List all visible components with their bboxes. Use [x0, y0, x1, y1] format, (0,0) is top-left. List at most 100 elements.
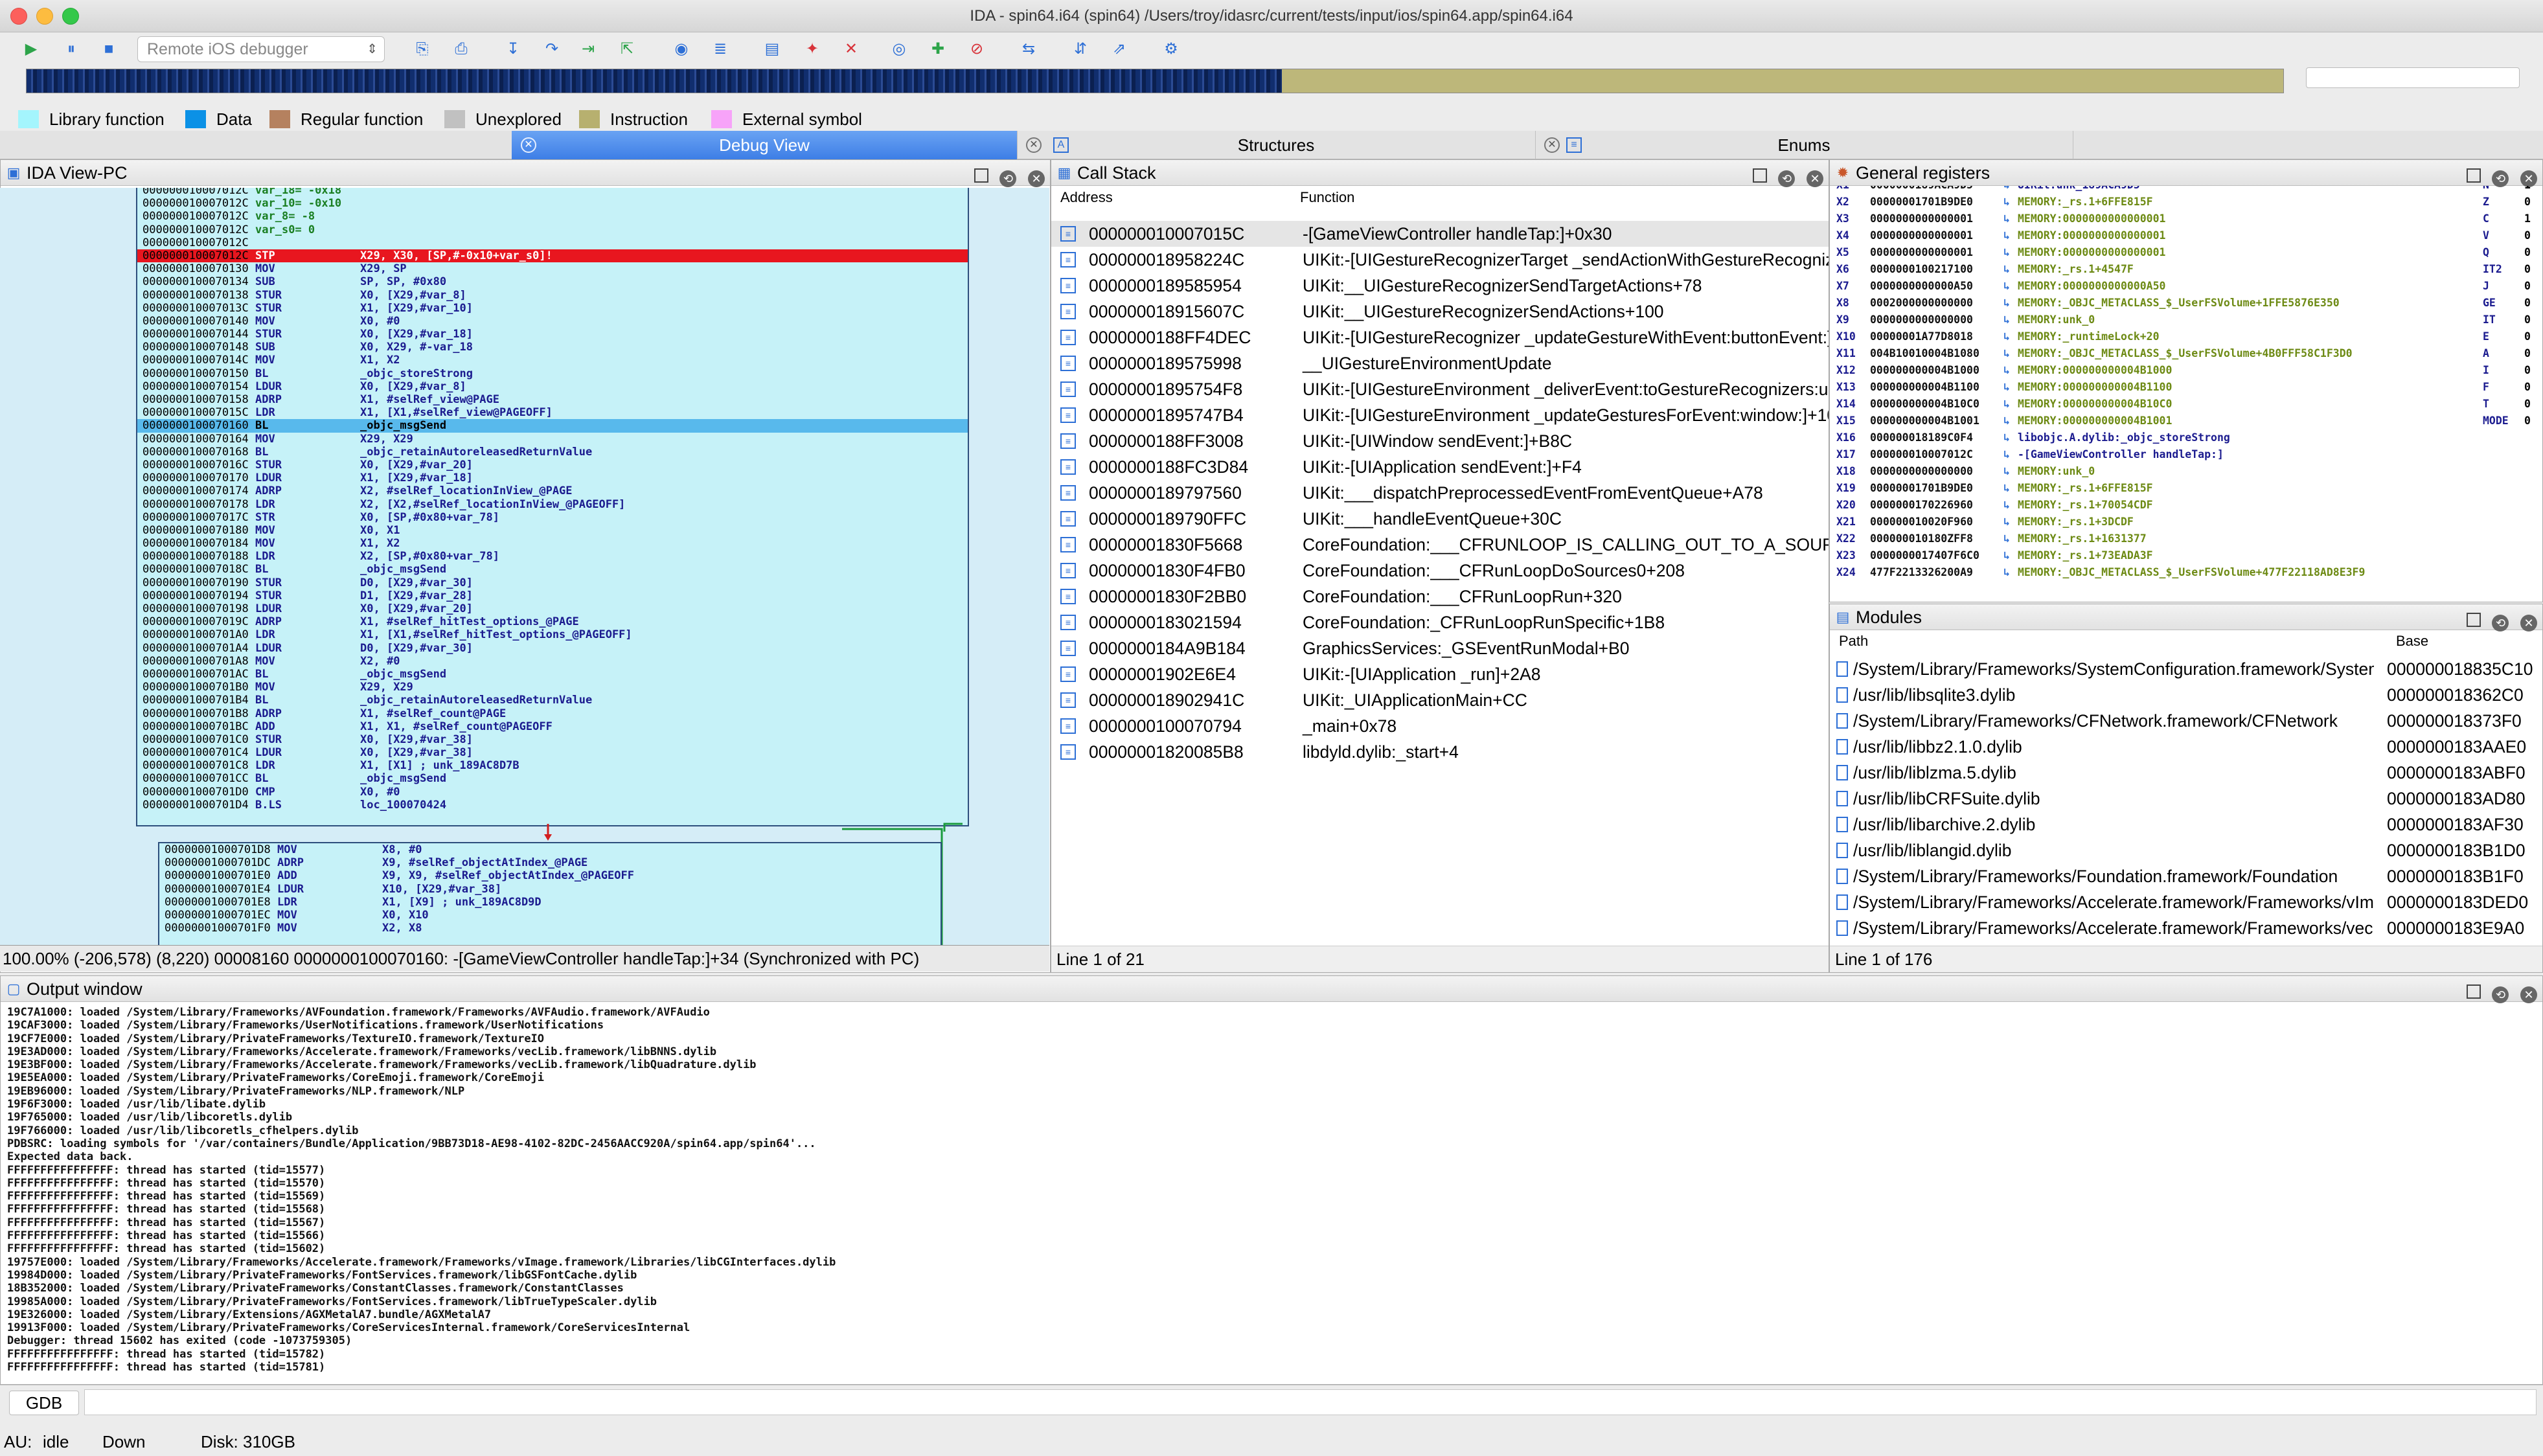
watch-icon[interactable]: ◎: [892, 40, 906, 58]
disasm-line[interactable]: 000000010007012C var_18= -0x18: [137, 188, 968, 197]
column-header-base[interactable]: Base: [2396, 633, 2429, 649]
breakpoint-icon[interactable]: ◉: [674, 40, 689, 58]
restore-icon[interactable]: ⟲: [1778, 170, 1796, 187]
stop-icon[interactable]: ■: [104, 40, 114, 58]
register-value[interactable]: 0000000000000000: [1870, 465, 1973, 477]
maximize-icon[interactable]: [2466, 613, 2481, 627]
restore-icon[interactable]: ⟲: [2492, 170, 2509, 187]
register-value[interactable]: 0000000000000000: [1870, 313, 1973, 326]
play-icon[interactable]: ▶: [25, 40, 38, 58]
pause-icon[interactable]: ⏸: [67, 40, 75, 58]
close-icon[interactable]: ✕: [1807, 170, 1823, 187]
register-value[interactable]: 0002000000000000: [1870, 297, 1973, 309]
call-stack-row[interactable]: ≡0000000189575998__UIGestureEnvironmentU…: [1051, 350, 1829, 376]
register-value[interactable]: 000000010180ZFF8: [1870, 532, 1973, 545]
register-value[interactable]: 0000000000000001: [1870, 246, 1973, 258]
module-row[interactable]: /System/Library/Frameworks/Accelerate.fr…: [1830, 915, 2542, 941]
debugger-select[interactable]: Remote iOS debugger ⇕: [137, 36, 385, 62]
list-icon[interactable]: ⇆: [1021, 40, 1036, 58]
flag-value[interactable]: 0: [2524, 381, 2531, 393]
output-log[interactable]: 19C7A1000: loaded /System/Library/Framew…: [7, 1006, 836, 1374]
register-value[interactable]: 0000000017407F6C0: [1870, 549, 1979, 562]
close-tab-icon[interactable]: ✕: [1544, 137, 1560, 153]
navigation-combo[interactable]: [2306, 67, 2520, 88]
module-row[interactable]: /System/Library/Frameworks/CFNetwork.fra…: [1830, 708, 2542, 734]
flag-value[interactable]: 0: [2524, 280, 2531, 292]
locals-icon[interactable]: ✚: [931, 40, 945, 58]
step-out-icon[interactable]: ⇱: [620, 40, 634, 58]
close-icon[interactable]: ✕: [1028, 170, 1045, 187]
disasm-line[interactable]: 000000010007012C var_10= -0x10: [137, 197, 968, 210]
register-value[interactable]: 00000001701B9DE0: [1870, 482, 1973, 494]
disasm-line[interactable]: 0000000100070150 BL_objc_storeStrong: [137, 367, 968, 380]
column-header-path[interactable]: Path: [1839, 633, 1869, 649]
run-to-cursor-icon[interactable]: ⇥: [581, 40, 595, 58]
column-header-function[interactable]: Function: [1300, 189, 1355, 205]
tab-enums[interactable]: ✕ ≡ Enums: [1535, 131, 2073, 159]
disasm-line[interactable]: 00000001000701AC BL_objc_msgSend: [137, 668, 968, 681]
register-value[interactable]: 000000000004B1000: [1870, 364, 1979, 376]
register-value[interactable]: 004B10010004B1080: [1870, 347, 1979, 359]
register-value[interactable]: 0000000000000001: [1870, 229, 1973, 242]
flag-value[interactable]: 0: [2524, 263, 2531, 275]
zoom-window-button[interactable]: [62, 8, 79, 25]
register-value[interactable]: 0000000189ACA9D5: [1870, 186, 1973, 194]
detach-icon[interactable]: ⎙: [455, 40, 468, 58]
navigation-band[interactable]: [26, 69, 2284, 93]
register-value[interactable]: 477F2213326200A9: [1870, 566, 1973, 578]
restore-icon[interactable]: ⟲: [999, 170, 1017, 187]
disasm-line[interactable]: 000000010007012C var_8= -8: [137, 210, 968, 223]
tracing-icon[interactable]: ✦: [805, 40, 819, 58]
call-stack-row[interactable]: ≡0000000100070794_main+0x78: [1051, 713, 1829, 739]
register-value[interactable]: 000000000004B10C0: [1870, 398, 1979, 410]
disasm-line[interactable]: 00000001000701CC BL_objc_msgSend: [137, 772, 968, 785]
register-value[interactable]: 0000000170226960: [1870, 499, 1973, 511]
tab-structures[interactable]: ✕ A Structures: [1017, 131, 1536, 159]
step-into-icon[interactable]: ↧: [506, 40, 520, 58]
close-icon[interactable]: ✕: [2520, 986, 2537, 1003]
jump-icon[interactable]: ⇗: [1112, 40, 1126, 58]
module-row[interactable]: /System/Library/Frameworks/Accelerate.fr…: [1830, 889, 2542, 915]
module-row[interactable]: /System/Library/Frameworks/Foundation.fr…: [1830, 863, 2542, 889]
flag-value[interactable]: 0: [2524, 347, 2531, 359]
